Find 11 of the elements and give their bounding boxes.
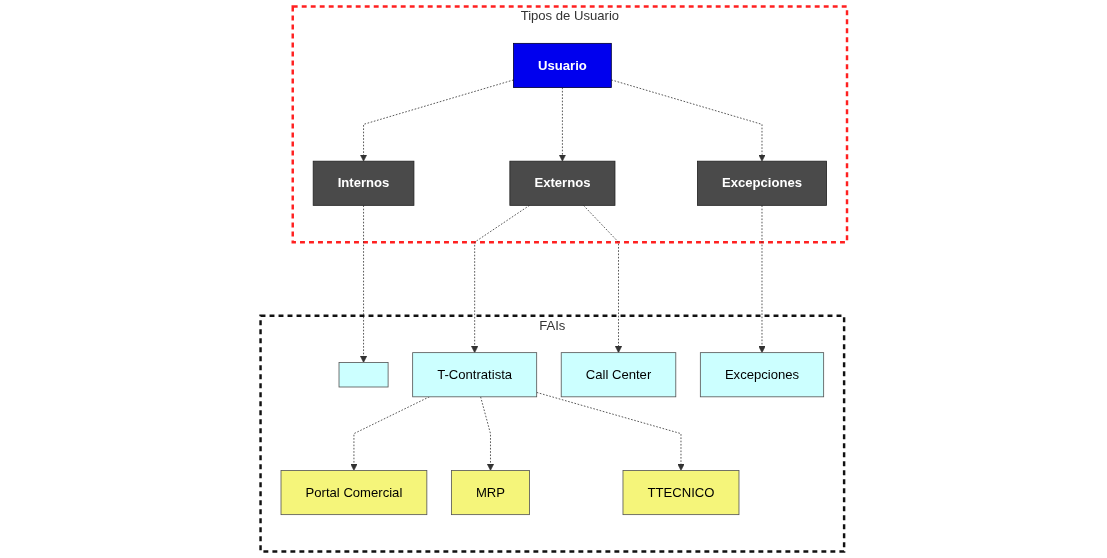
node-box: MRP (450, 470, 530, 516)
node-box: Call Center (560, 352, 676, 398)
node-box: T-Contratista (411, 352, 537, 398)
node-box: Externos (509, 160, 616, 206)
node-box: TTECNICO (622, 470, 740, 516)
node-box: Excepciones (699, 352, 824, 398)
node-box (338, 362, 389, 388)
node-box: Excepciones (696, 160, 827, 206)
node-box: Internos (312, 160, 415, 206)
node-box: Usuario (512, 42, 612, 88)
node-box: Portal Comercial (280, 470, 427, 516)
